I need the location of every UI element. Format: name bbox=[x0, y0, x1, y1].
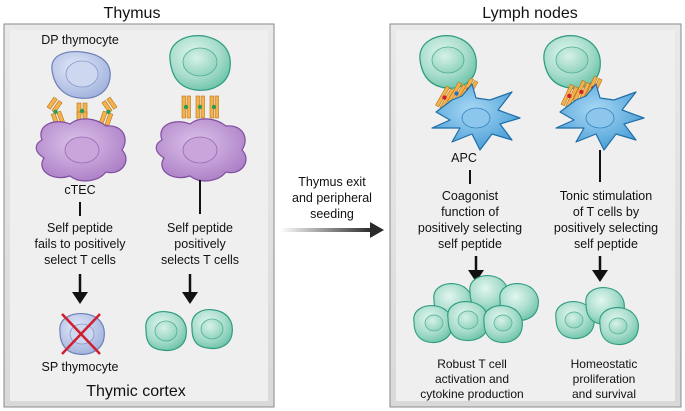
transition-text-3: seeding bbox=[310, 207, 354, 221]
tonic-text-4: self peptide bbox=[574, 237, 638, 251]
tcell-selected bbox=[169, 35, 231, 91]
lymph-nodes-panel bbox=[389, 23, 682, 408]
robust-text-3: cytokine production bbox=[420, 387, 523, 401]
coagonist-text-4: self peptide bbox=[438, 237, 502, 251]
homeo-text-1: Homeostatic bbox=[571, 357, 638, 371]
apc-left bbox=[431, 83, 521, 151]
activated-tcell-cluster bbox=[413, 275, 539, 344]
arrow-down-coagonist bbox=[468, 256, 484, 282]
fail-text-2: fails to positively bbox=[34, 237, 126, 251]
homeostatic-tcell-group bbox=[555, 287, 639, 346]
arrow-down-fail bbox=[72, 274, 88, 304]
pass-text-2: positively bbox=[174, 237, 226, 251]
tcr-mhc-engaged-right bbox=[181, 95, 219, 119]
coagonist-text-1: Coagonist bbox=[442, 189, 499, 203]
thymus-panel bbox=[3, 23, 275, 408]
thymic-cortex-label: Thymic cortex bbox=[86, 383, 186, 400]
homeo-text-3: and survival bbox=[572, 387, 636, 401]
transition-text-2: and peripheral bbox=[292, 191, 372, 205]
fail-text-1: Self peptide bbox=[47, 221, 113, 235]
tcell-ln-left bbox=[419, 35, 477, 89]
transition-arrow bbox=[280, 222, 384, 238]
homeo-text-2: proliferation bbox=[573, 372, 636, 386]
tonic-text-1: Tonic stimulation bbox=[560, 189, 652, 203]
robust-text-1: Robust T cell bbox=[437, 357, 507, 371]
tonic-text-2: of T cells by bbox=[573, 205, 640, 219]
robust-text-2: activation and bbox=[435, 372, 509, 386]
tcell-ln-right bbox=[543, 35, 601, 89]
apc-right bbox=[555, 83, 645, 151]
ctec-cell-right bbox=[155, 118, 247, 182]
thymus-title: Thymus bbox=[104, 5, 161, 22]
sp-thymocyte-label: SP thymocyte bbox=[42, 360, 119, 374]
arrow-down-tonic bbox=[592, 256, 608, 282]
dp-thymocyte-label: DP thymocyte bbox=[41, 33, 119, 47]
coagonist-text-3: positively selecting bbox=[418, 221, 522, 235]
arrow-down-pass bbox=[182, 274, 198, 304]
ctec-cell-left bbox=[35, 118, 127, 182]
coagonist-text-2: function of bbox=[441, 205, 499, 219]
dp-thymocyte-cell bbox=[51, 50, 111, 99]
death-cross-icon bbox=[61, 313, 101, 355]
tonic-text-3: positively selecting bbox=[554, 221, 658, 235]
apc-label: APC bbox=[451, 151, 477, 165]
fail-text-3: select T cells bbox=[44, 253, 116, 267]
pass-text-1: Self peptide bbox=[167, 221, 233, 235]
ctec-label: cTEC bbox=[64, 183, 95, 197]
sp-tcell-pair bbox=[145, 309, 233, 352]
lymph-nodes-title: Lymph nodes bbox=[482, 5, 577, 22]
pass-text-3: selects T cells bbox=[161, 253, 239, 267]
transition-text-1: Thymus exit bbox=[298, 175, 366, 189]
